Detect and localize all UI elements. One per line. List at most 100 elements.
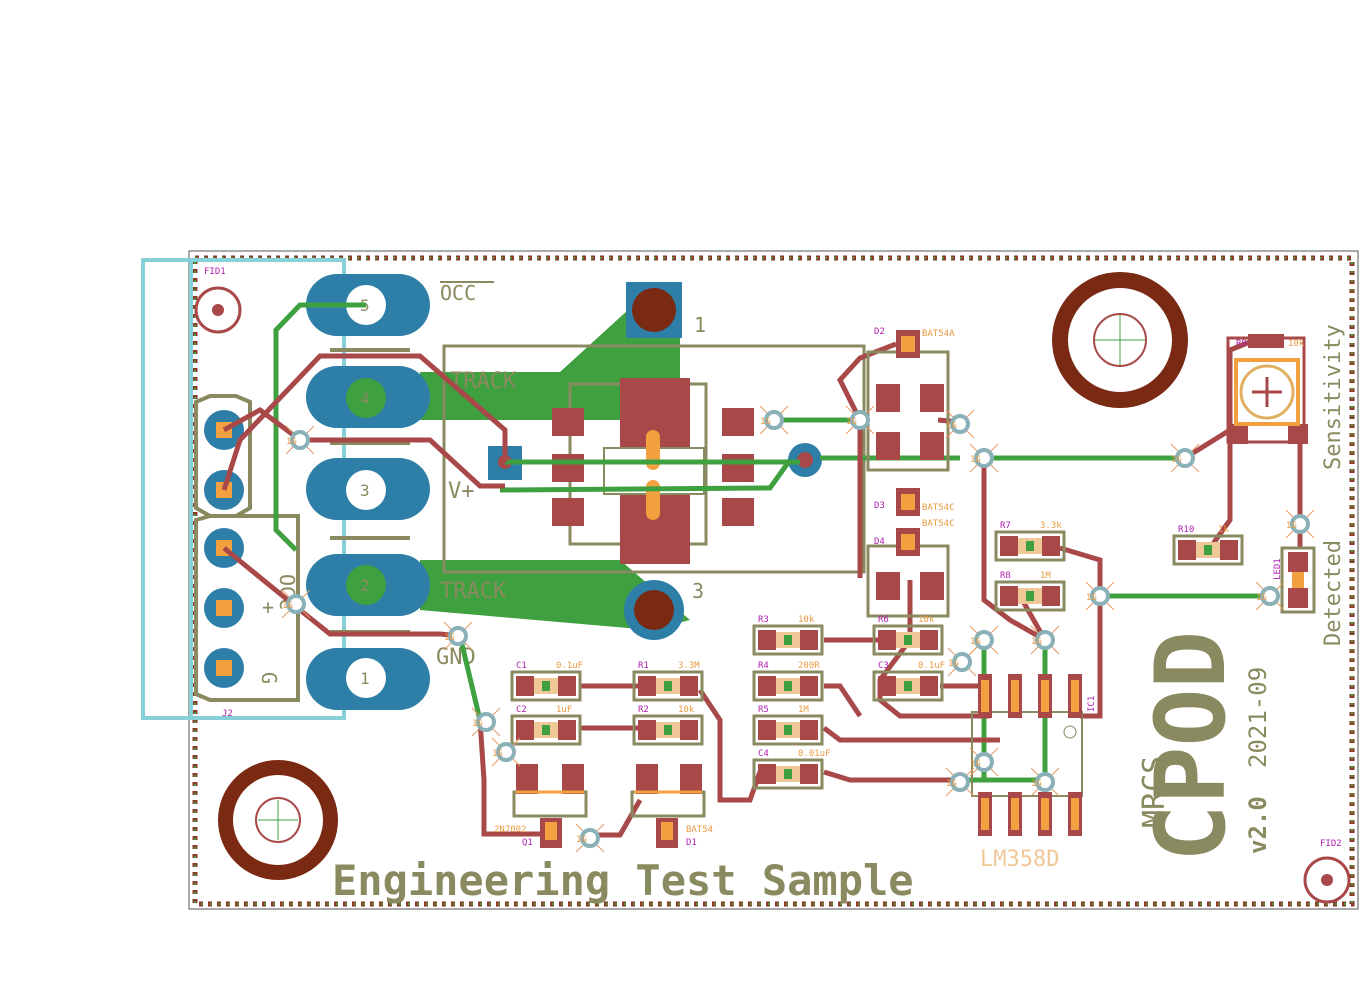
c2-value: 1uF (556, 705, 572, 715)
d4-ref: D4 (874, 537, 885, 547)
r4-value: 200R (798, 661, 820, 671)
fiducial-1: FID1 (194, 267, 242, 334)
via: 1G (443, 621, 473, 651)
via: 1G (575, 823, 605, 853)
version-label: v2.0 (1244, 796, 1272, 854)
via-label: 1G (1086, 593, 1097, 603)
via: 1G (945, 409, 975, 439)
label-gnd: GND (436, 645, 476, 670)
d2-ref: D2 (874, 327, 885, 337)
via-label: 1G (576, 835, 587, 845)
trimmer-r9: R9 10k (1226, 334, 1308, 444)
via: 1G (1030, 767, 1060, 797)
diode-d3: D3 BAT54C (874, 488, 955, 516)
r10-ref: R10 (1178, 525, 1194, 535)
via-label: 1G (946, 779, 957, 789)
q1-value: 2N7002 (494, 825, 527, 835)
label-track-bottom: TRACK (440, 579, 507, 604)
c2-ref: C2 (516, 705, 527, 715)
j1-pin-4: 4 (360, 389, 370, 408)
title-engineering-test-sample: Engineering Test Sample (332, 856, 914, 905)
c1-value: 0.1uF (556, 661, 583, 671)
label-occ: OCC (440, 281, 476, 305)
via-label: 1G (946, 421, 957, 431)
connector-outline (141, 258, 193, 720)
r2-ref: R2 (638, 705, 649, 715)
d1-ref: D1 (686, 838, 697, 848)
via: 1G (1170, 443, 1200, 473)
via: 1G (969, 625, 999, 655)
via: 1G (947, 647, 977, 677)
j2-gnd-label: G (257, 672, 281, 684)
r8-ref: R8 (1000, 571, 1011, 581)
date-label: 2021-09 (1244, 667, 1272, 768)
smd-r8: R8 1M (994, 571, 1066, 612)
c4-ref: C4 (758, 749, 769, 759)
d3-ref: D3 (874, 501, 885, 511)
ic1-ref: IC1 (1087, 696, 1097, 712)
c1-ref: C1 (516, 661, 527, 671)
via: 1G (1030, 625, 1060, 655)
j1-pin-3: 3 (360, 481, 370, 500)
r10-value: 1k (1218, 525, 1229, 535)
via: 1G (491, 737, 521, 767)
via-label: 1G (970, 759, 981, 769)
d1-value: BAT54 (686, 825, 713, 835)
r3-value: 10k (798, 615, 815, 625)
j1-pin-2: 2 (360, 576, 370, 595)
ic1-value: LM358D (980, 847, 1059, 872)
via: 1G (1085, 581, 1115, 611)
r7-ref: R7 (1000, 521, 1011, 531)
transistor-q1: Q1 2N7002 (494, 764, 588, 848)
smd-r4: R4 200R (752, 661, 824, 702)
fid1-label: FID1 (204, 267, 226, 277)
copper-pour-track-top (420, 290, 680, 420)
brand-cpod: CPOD (1135, 631, 1247, 862)
fiducial-2: FID2 (1303, 839, 1351, 904)
via: 1G (471, 707, 501, 737)
via-label: 1G (492, 749, 503, 759)
fid2-label: FID2 (1320, 839, 1342, 849)
c3-ref: C3 (878, 661, 889, 671)
r7-value: 3.3k (1040, 521, 1062, 531)
via: 1G (759, 405, 789, 435)
via-label: 1G (970, 455, 981, 465)
detected-label: Detected (1321, 540, 1346, 646)
via: 1G (969, 443, 999, 473)
ct-pin-1: 1 (694, 313, 706, 337)
via-label: 1G (1256, 593, 1267, 603)
via: 1G (281, 589, 311, 619)
via-label: 1G (286, 437, 297, 447)
via-label: 1G (1031, 637, 1042, 647)
r9-value: 10k (1288, 339, 1305, 349)
d4-value: BAT54C (922, 519, 955, 529)
r5-value: 1M (798, 705, 809, 715)
j1-pin-1: 1 (360, 669, 370, 688)
ic1-lm358d: IC1 LM358D (971, 674, 1097, 872)
label-vplus: V+ (448, 479, 475, 504)
r4-ref: R4 (758, 661, 769, 671)
via-label: 1G (970, 637, 981, 647)
j1-pads: 5 4 3 2 1 (306, 274, 430, 710)
j2-plus-label: + (262, 595, 274, 619)
bottom-traces (273, 302, 1270, 783)
diode-d2: D2 BAT54A (866, 327, 955, 472)
board-stitch-ring (192, 255, 1355, 907)
smd-r10: R10 1k (1172, 525, 1244, 566)
via-label: 1G (948, 659, 959, 669)
via: 1G (969, 747, 999, 777)
smd-r7: R7 3.3k (994, 521, 1066, 562)
r9-ref: R9 (1236, 339, 1247, 349)
r8-value: 1M (1040, 571, 1051, 581)
via-label: 1G (846, 417, 857, 427)
